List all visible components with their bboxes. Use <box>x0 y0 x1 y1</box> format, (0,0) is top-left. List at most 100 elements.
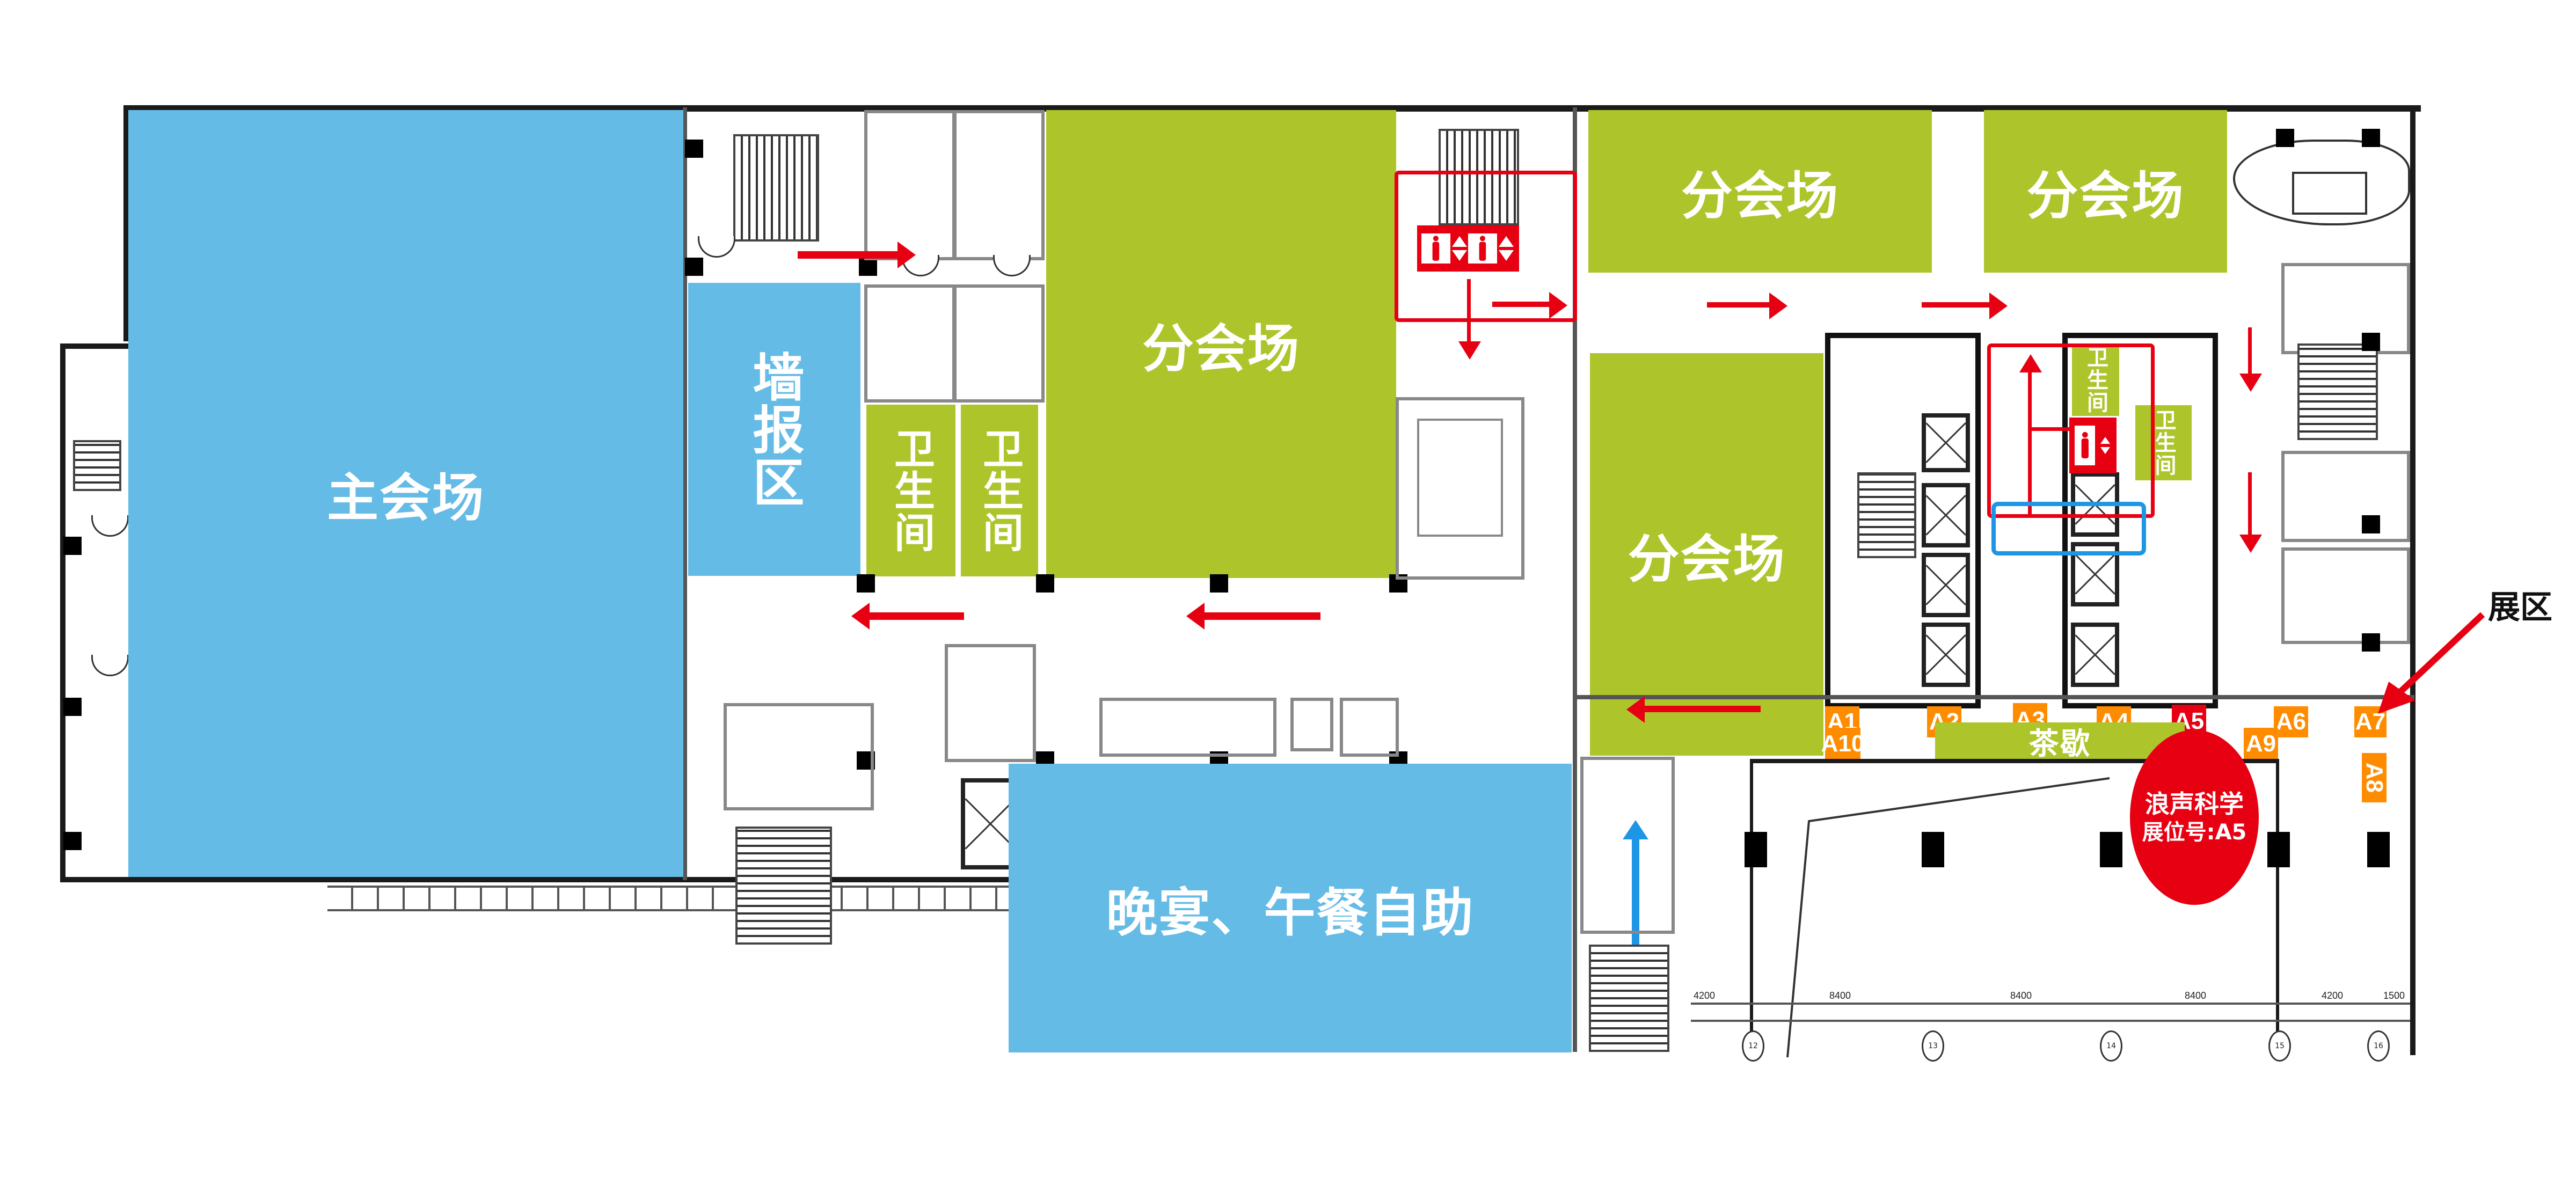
lower-room-a <box>1099 698 1276 757</box>
room-mid-left-b <box>953 284 1045 403</box>
route-arrow-left <box>1186 603 1320 630</box>
exhibitor-company: 浪声科学 <box>2145 789 2244 819</box>
poster-area[interactable]: 墙报区 <box>688 283 860 576</box>
pillar <box>1036 574 1054 593</box>
conference-table-room <box>2233 140 2410 225</box>
elevator-icon-top <box>1417 225 1519 272</box>
tea-break-label: 茶歇 <box>2028 727 2091 762</box>
grid-axis-15: 15 <box>2268 1030 2291 1062</box>
restroom-2[interactable]: 卫生间 <box>961 405 1038 576</box>
left-corridor-wall <box>683 107 687 880</box>
restroom-lower <box>945 644 1036 762</box>
exhibitor-marker[interactable]: 浪声科学 展位号:A5 <box>2130 730 2259 905</box>
booth-a10[interactable]: A10 <box>1821 728 1864 760</box>
center-corridor-wall <box>1573 107 1577 1052</box>
pillar <box>1210 574 1228 593</box>
pillar <box>1922 832 1944 867</box>
pillar <box>1745 832 1767 867</box>
exhibit-hall-top-wall <box>1750 759 2279 763</box>
pillar <box>2276 129 2294 147</box>
route-arrow-right <box>1922 292 2008 319</box>
stair-left-annex <box>73 440 121 491</box>
pillar <box>2362 333 2380 351</box>
room-right-b <box>2281 451 2410 542</box>
route-arrow-left <box>851 603 964 630</box>
pillar <box>63 832 82 850</box>
restroom-2-label: 卫生间 <box>976 428 1024 553</box>
sub-hall-top-1-label: 分会场 <box>1681 166 1839 226</box>
route-arrow-up <box>2019 354 2042 515</box>
pillar <box>685 258 703 276</box>
conference-table <box>2292 172 2367 215</box>
room-upper-left-b <box>953 110 1045 260</box>
grid-axis-16: 16 <box>2367 1030 2390 1062</box>
tea-break-area[interactable]: 茶歇 <box>1935 722 2185 762</box>
pillar <box>2367 832 2390 867</box>
dimension-label: 1500 <box>2383 990 2405 1001</box>
outer-balcony-bottom <box>327 886 1015 911</box>
route-arrow-down <box>2239 327 2262 392</box>
outer-wall-left-lower <box>60 349 65 880</box>
stair-upper-left <box>733 134 819 242</box>
dimension-label: 8400 <box>1829 990 1851 1001</box>
elevator-shaft <box>1922 413 1970 472</box>
elevator-shaft <box>1922 623 1970 687</box>
core-block-left <box>1825 333 1981 708</box>
restroom-4-label: 卫生间 <box>2151 409 2176 477</box>
booth-a8[interactable]: A8 <box>2361 753 2388 802</box>
grid-axis-14: 14 <box>2100 1030 2122 1062</box>
pillar <box>859 258 877 276</box>
pillar <box>63 698 82 716</box>
dimension-line <box>1691 1003 2410 1005</box>
main-hall-label: 主会场 <box>327 468 485 528</box>
elevator-shaft <box>1922 483 1970 547</box>
route-arrow-right <box>1707 292 1787 319</box>
restroom-1-label: 卫生间 <box>887 428 935 553</box>
lounge-room-furniture <box>1417 419 1503 537</box>
exhibit-hall-left-wall <box>1750 759 1753 1057</box>
restroom-3[interactable]: 卫生间 <box>2072 343 2119 416</box>
exhibitor-booth-number: 展位号:A5 <box>2142 820 2247 845</box>
main-hall[interactable]: 主会场 <box>128 110 683 877</box>
lower-room-b <box>1290 698 1333 751</box>
booth-a9[interactable]: A9 <box>2244 728 2278 760</box>
restroom-4[interactable]: 卫生间 <box>2135 405 2192 480</box>
lower-room-c <box>1340 698 1399 757</box>
door-upper-left-1 <box>698 236 735 258</box>
pillar <box>2362 633 2380 652</box>
pillar <box>2100 832 2122 867</box>
pillar <box>2267 832 2290 867</box>
door-left-annex-2 <box>91 655 129 676</box>
room-right-a <box>2281 263 2410 354</box>
route-arrow-down <box>2239 472 2262 553</box>
room-upper-left-a <box>864 110 955 260</box>
door-upper-left-3 <box>993 255 1031 276</box>
dining-hall[interactable]: 晚宴、午餐自助 <box>1009 764 1572 1052</box>
sub-hall-right[interactable]: 分会场 <box>1590 353 1823 756</box>
restroom-3-label: 卫生间 <box>2083 346 2108 414</box>
sub-hall-top-2-label: 分会场 <box>2026 166 2185 226</box>
core-block-right <box>2062 333 2218 708</box>
outer-wall-right <box>2410 105 2416 1055</box>
elevator-highlight-box-right <box>1987 343 2155 518</box>
booth-a6[interactable]: A6 <box>2274 706 2308 737</box>
exhibit-hall-right-wall <box>2276 759 2279 1057</box>
sub-hall-top-2[interactable]: 分会场 <box>1984 110 2227 273</box>
stair-core-left <box>1857 472 1916 558</box>
sub-hall-top-1[interactable]: 分会场 <box>1588 110 1932 273</box>
pillar <box>857 574 875 593</box>
outer-wall-left <box>123 105 129 341</box>
room-mid-left-a <box>864 284 955 403</box>
pillar <box>2362 129 2380 147</box>
pillar <box>63 537 82 555</box>
route-arrow-down <box>1458 279 1481 360</box>
dimension-line-2 <box>1691 1020 2410 1022</box>
route-arrow-left <box>1626 696 1761 723</box>
restroom-1[interactable]: 卫生间 <box>866 405 955 576</box>
elevator-icon-right <box>2069 418 2117 473</box>
sub-hall-center[interactable]: 分会场 <box>1046 110 1396 578</box>
vestibule-highlight-box <box>1991 502 2146 555</box>
poster-area-label: 墙报区 <box>744 350 804 508</box>
dimension-label: 4200 <box>1694 990 1716 1001</box>
elevator-shaft <box>1922 553 1970 617</box>
